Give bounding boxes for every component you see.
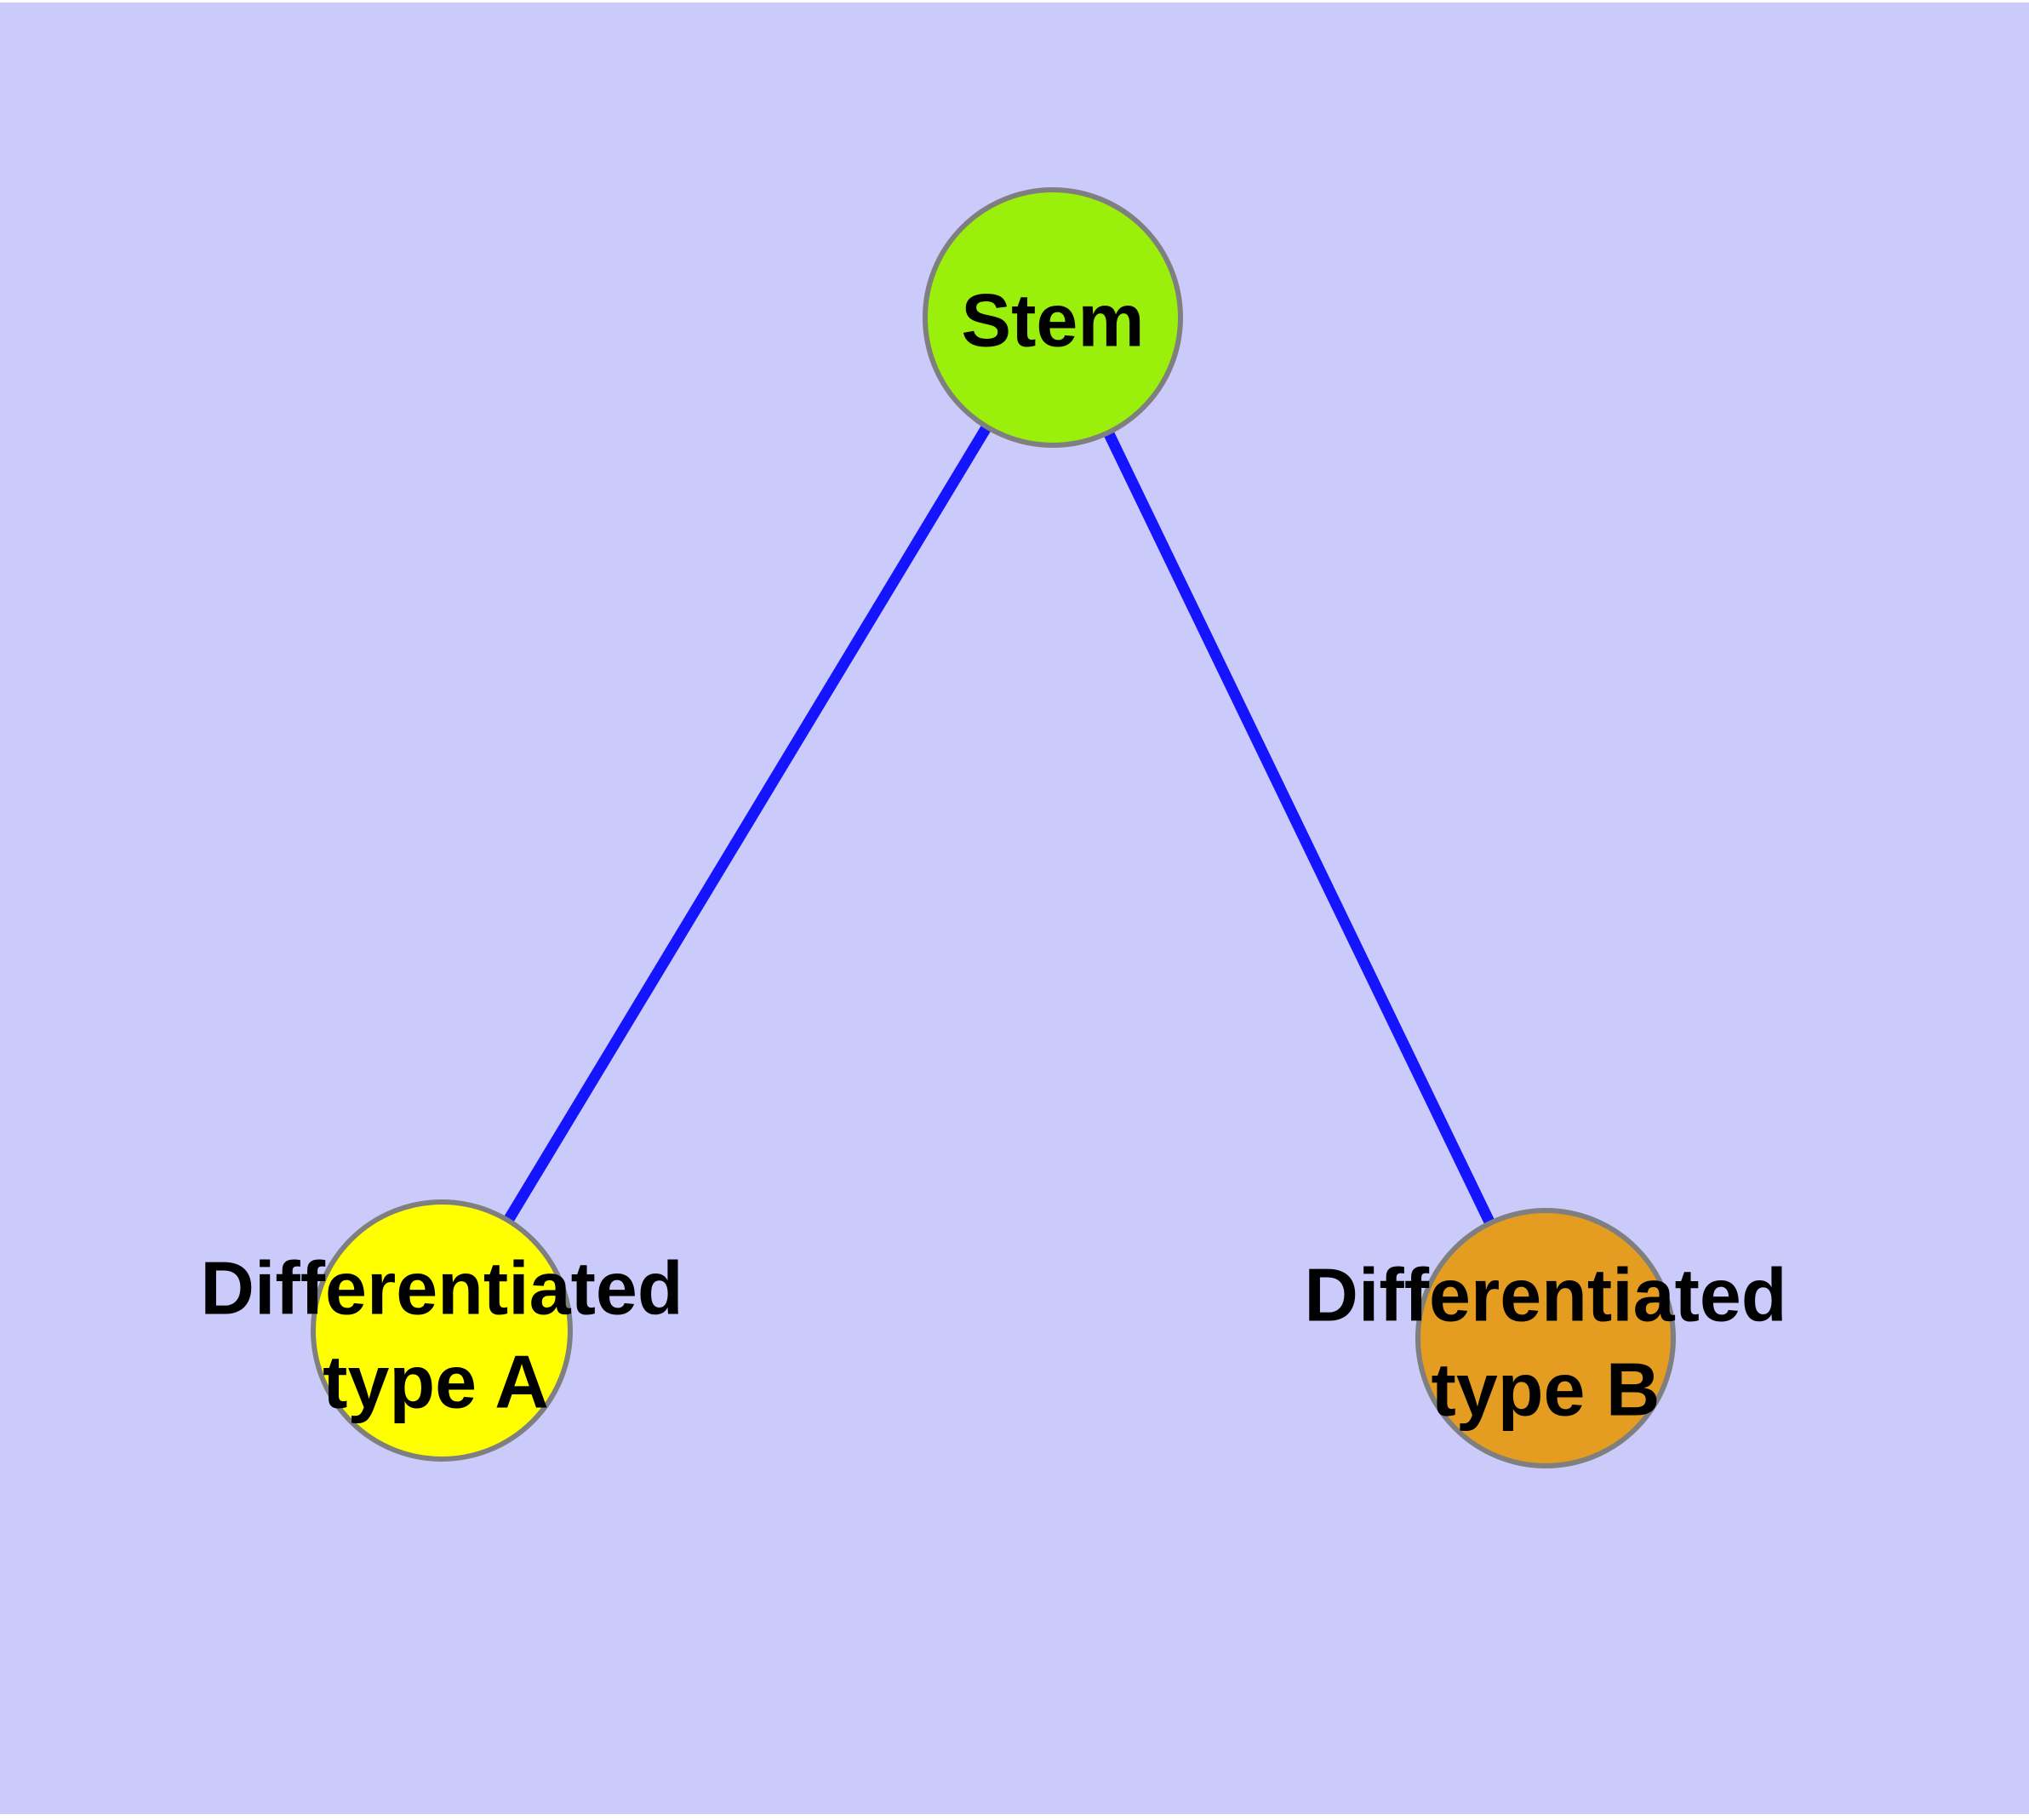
node-differentiated-type-b	[1415, 1208, 1676, 1468]
node-differentiated-type-b-label-line1: Differentiated	[1304, 1253, 1786, 1337]
node-differentiated-type-a	[311, 1199, 573, 1462]
node-stem	[923, 187, 1183, 448]
node-differentiated-type-b-label-line2: type B	[1432, 1348, 1660, 1432]
node-differentiated-type-a-label-line1: Differentiated	[200, 1246, 683, 1331]
edge-stem-to-type-a	[437, 314, 1058, 1334]
node-stem-label: Stem	[961, 278, 1144, 363]
node-differentiated-type-a-label-line2: type A	[323, 1340, 549, 1424]
edge-stem-to-type-b	[1048, 315, 1551, 1341]
